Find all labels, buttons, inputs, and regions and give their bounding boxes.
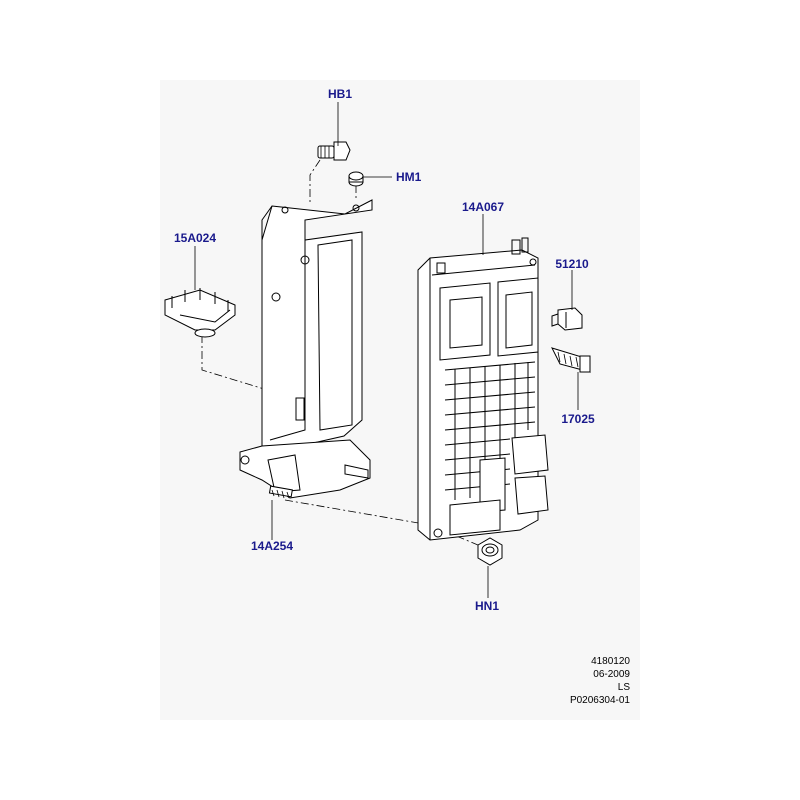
- fuse-box-module: [417, 237, 549, 541]
- bolt-hb1: [317, 141, 351, 161]
- stud-14a254: [268, 485, 293, 499]
- relay-51210: [551, 307, 583, 331]
- diagram-date: 06-2009: [593, 669, 630, 680]
- nut-hm1: [348, 171, 364, 187]
- callout-14a067: 14A067: [462, 200, 504, 214]
- callout-17025: 17025: [561, 412, 595, 426]
- diagram-panel: [160, 80, 640, 720]
- callout-hn1: HN1: [475, 599, 499, 613]
- callout-51210: 51210: [555, 257, 589, 271]
- mounting-bracket: [239, 199, 373, 499]
- callout-14a254: 14A254: [251, 539, 293, 553]
- nut-hn1: [477, 537, 503, 566]
- fuse-grid: [444, 361, 536, 500]
- diagram-info: 4180120 06-2009 LS P0206304-01: [510, 655, 630, 707]
- assembly-line-hb1: [309, 159, 321, 205]
- clip-15a024: [164, 288, 236, 338]
- diagram-model: LS: [617, 682, 630, 693]
- diagram-ref: P0206304-01: [569, 695, 630, 706]
- callout-hb1: HB1: [328, 87, 352, 101]
- fuse-strip-17025: [551, 347, 591, 373]
- callout-hm1: HM1: [396, 170, 422, 184]
- callout-15a024: 15A024: [174, 231, 216, 245]
- diagram-code: 4180120: [591, 656, 630, 667]
